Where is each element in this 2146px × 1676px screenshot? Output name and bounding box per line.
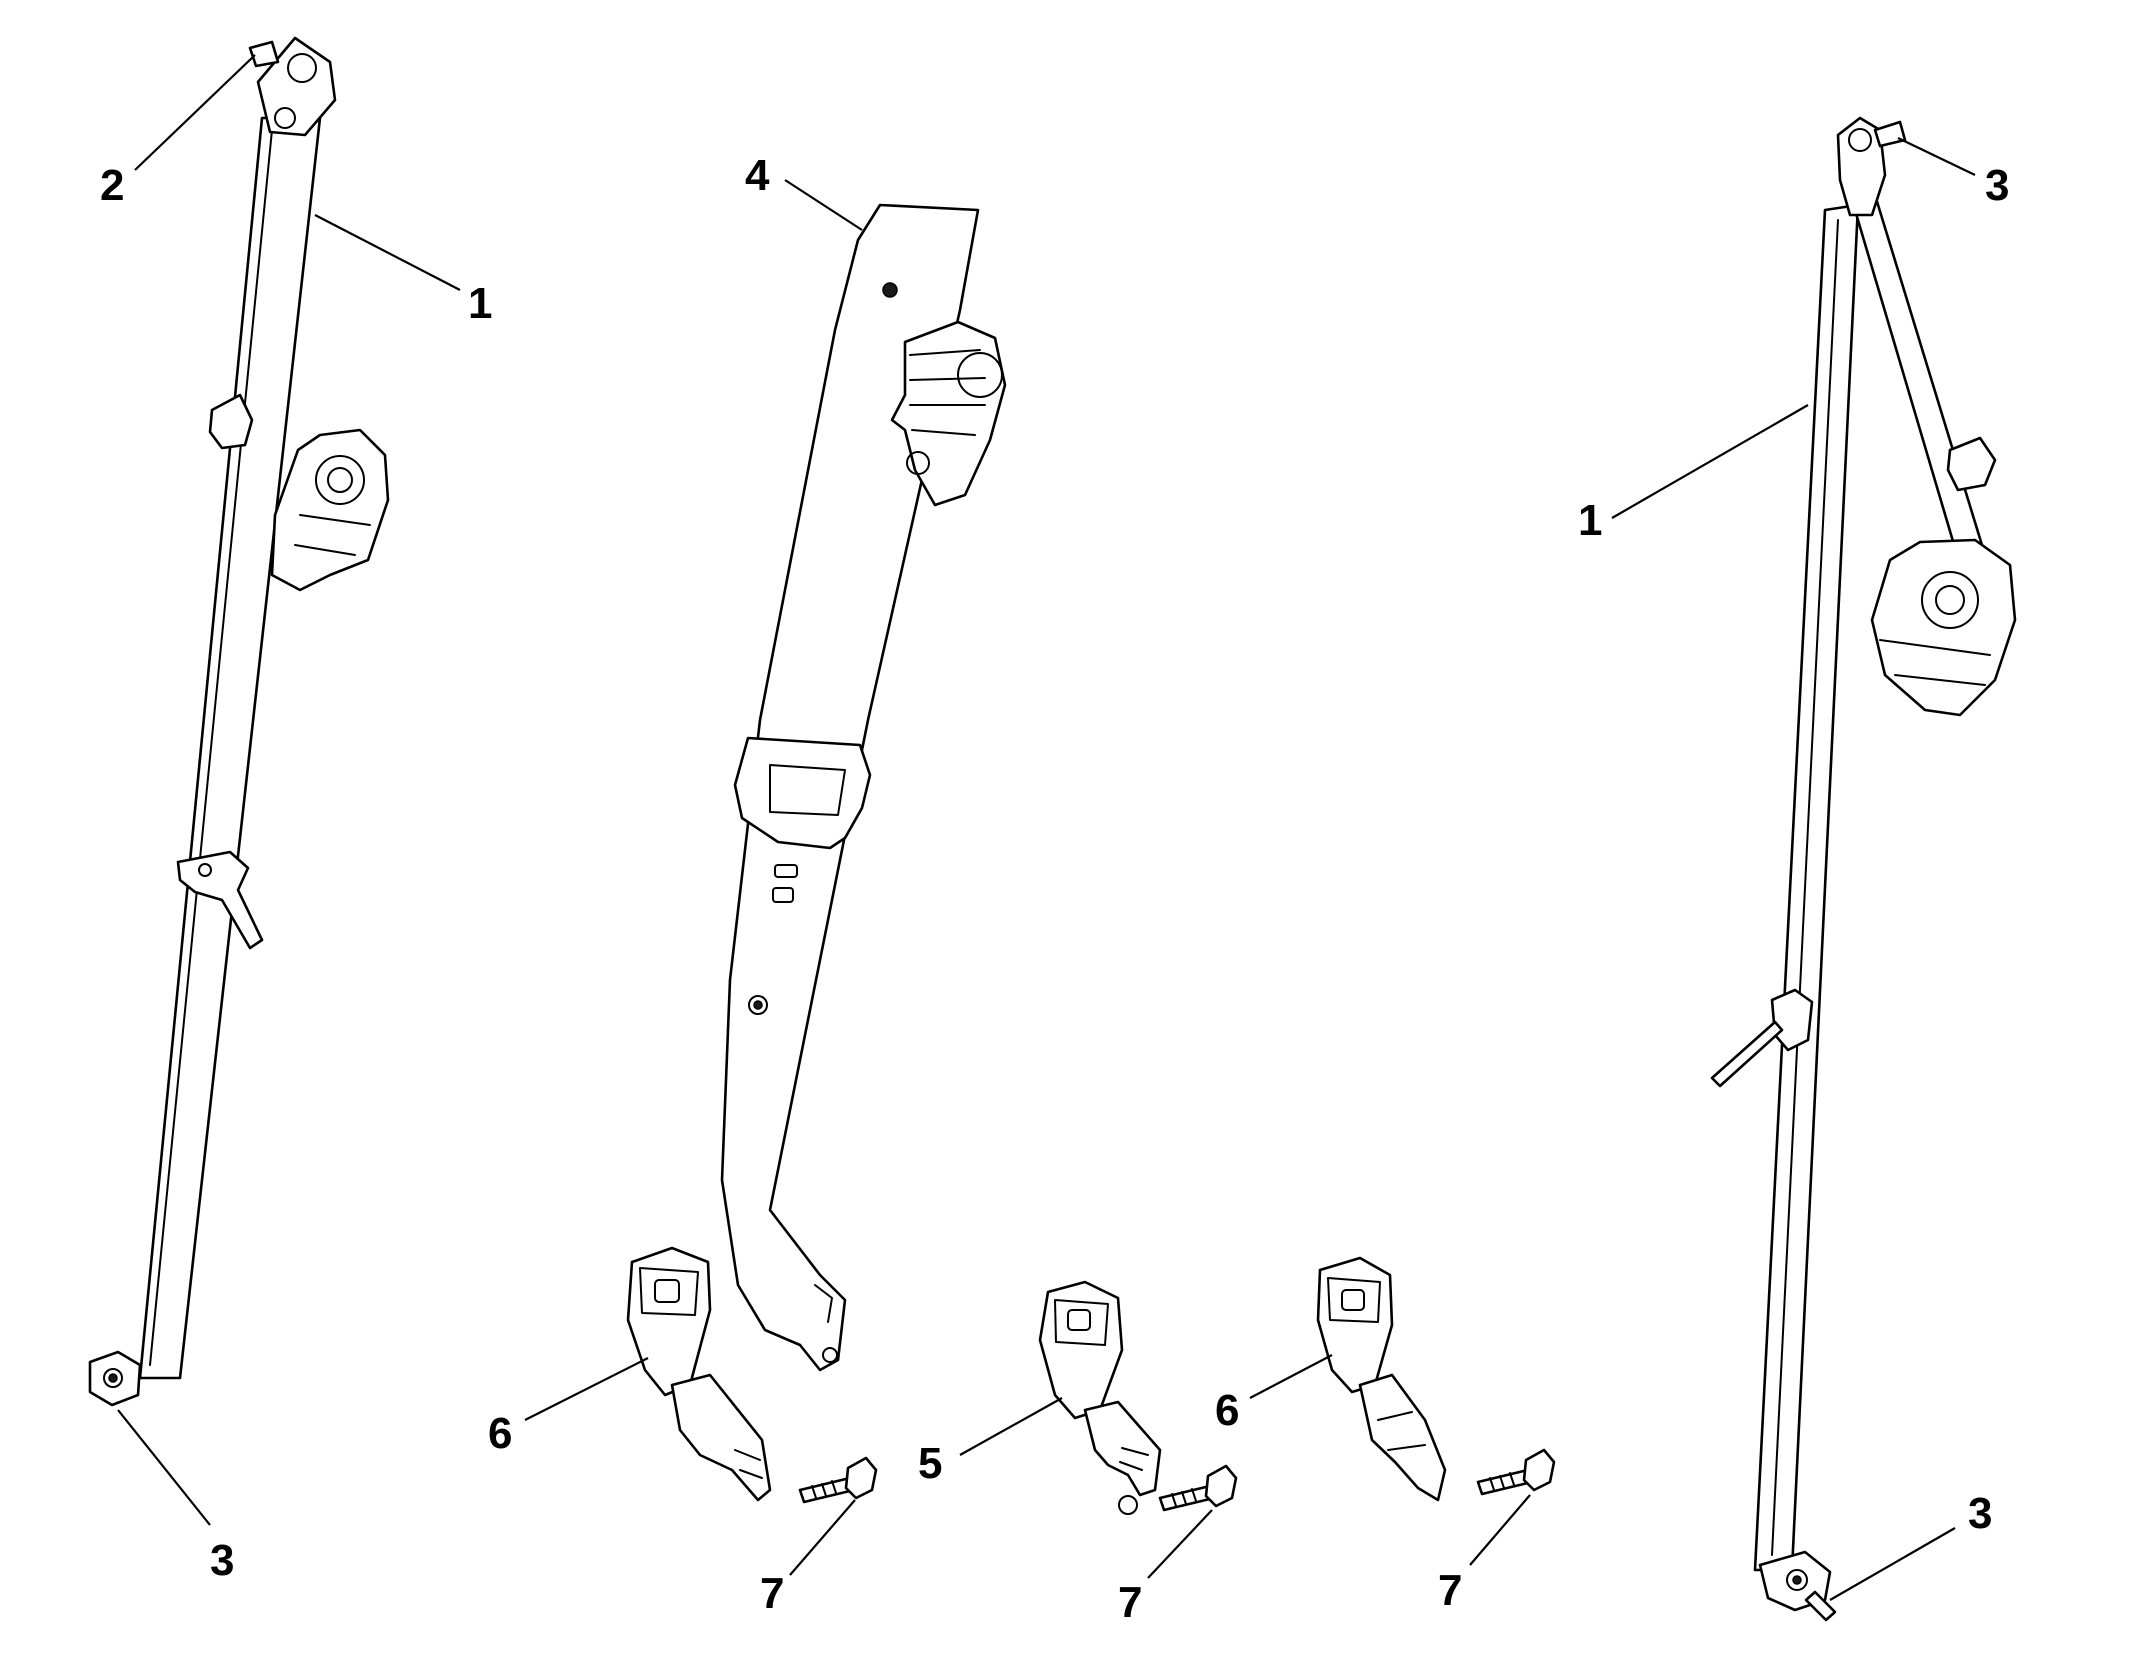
callout-label: 4 [745,151,770,200]
right-belt-webbing [1753,203,1860,1572]
right-upper-bolt [1873,120,1907,148]
right-webbing-clip [1770,988,1814,1052]
left-upper-bolt [248,40,280,68]
center-seat-belt-assembly [720,203,1007,1372]
bolt-2 [1158,1464,1238,1512]
left-upper-guide-clip [208,393,254,450]
callout-label: 2 [100,161,124,210]
buckle-right [1316,1256,1447,1502]
callout-label: 1 [1578,496,1602,545]
callout-label: 7 [760,1569,784,1618]
leader-lines [117,54,1976,1601]
left-seat-belt-assembly [88,36,390,1407]
bolt-3 [1476,1448,1556,1496]
callout-label: 7 [1438,1566,1462,1615]
callout-label: 3 [1985,161,2009,210]
callout-label: 1 [468,279,492,328]
callout-label: 6 [1215,1386,1239,1435]
right-shoulder-webbing [1853,193,1987,567]
buckle-right-strap [1358,1373,1447,1502]
callout-labels: 2 1 3 4 6 7 5 7 6 7 3 1 3 [100,151,2009,1627]
right-shoulder-clip [1946,436,1997,492]
right-seat-belt-assembly [1710,116,2017,1622]
left-retractor [270,428,390,592]
buckle-left [626,1246,772,1502]
callout-label: 3 [210,1536,234,1585]
buckle-center [1038,1280,1162,1515]
left-height-adjuster [176,850,264,950]
buckle-left-strap [670,1373,772,1502]
callout-label: 3 [1968,1489,1992,1538]
callout-label: 5 [918,1439,942,1488]
center-retractor [890,320,1007,507]
callout-label: 6 [488,1409,512,1458]
bolt-1 [798,1456,878,1504]
center-tongue-plate [733,736,872,850]
callout-label: 7 [1118,1578,1142,1627]
